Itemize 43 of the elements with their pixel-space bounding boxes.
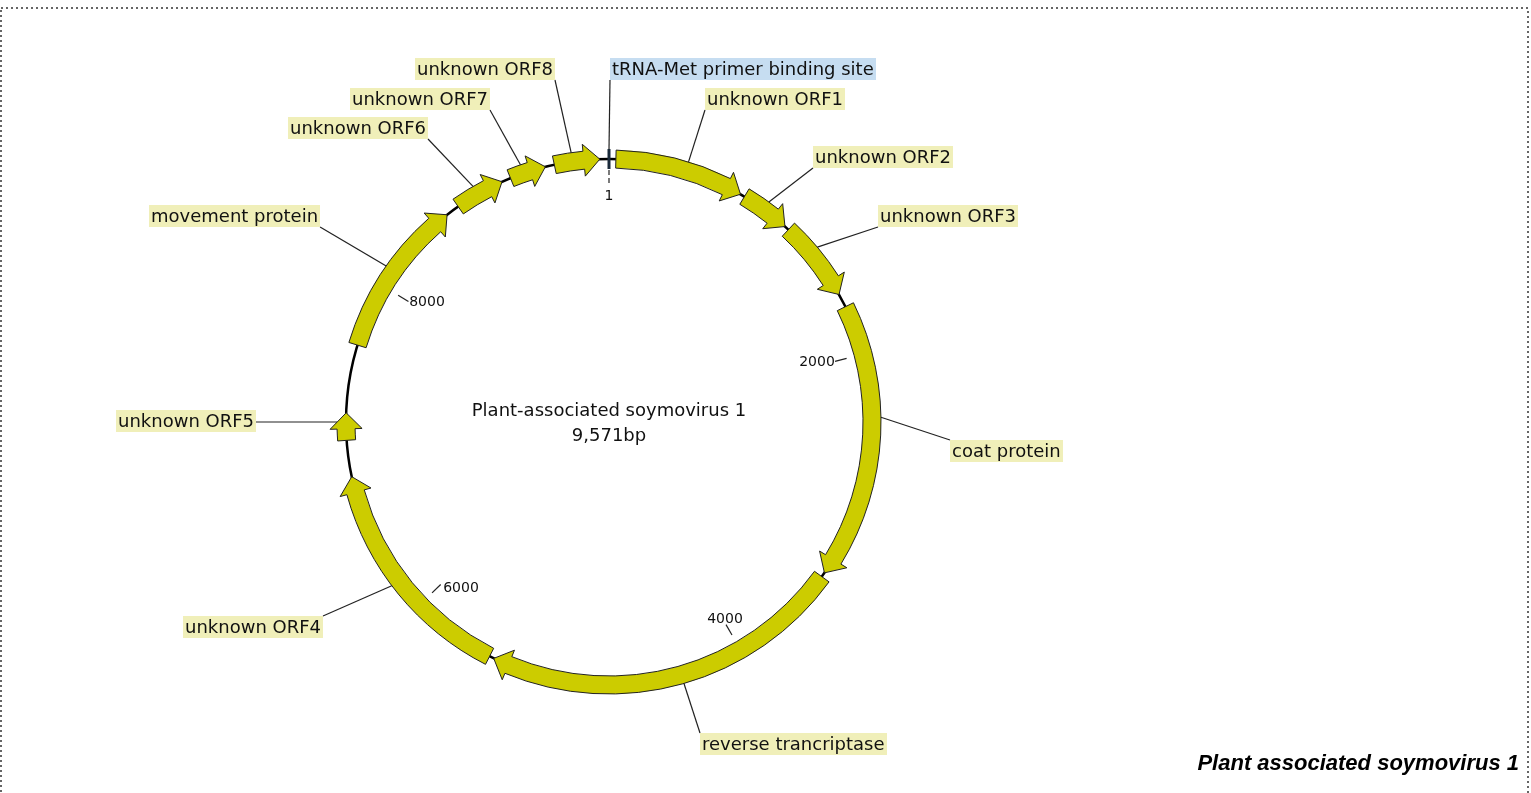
gene-feature-band [493,570,830,695]
feature-label: coat protein [950,440,1063,462]
gene-feature-band [739,188,786,230]
leader-line [683,682,701,734]
gene-feature-band [615,149,741,202]
feature-label: unknown ORF8 [415,58,555,80]
figure-caption: Plant associated soymovirus 1 [1197,750,1519,776]
gene-feature-band [329,412,363,442]
position-number: 1 [604,187,614,203]
genome-name: Plant-associated soymovirus 1 [471,399,747,421]
leader-line [489,109,522,166]
gene-feature-band [551,143,601,177]
position-number: 4000 [707,610,743,626]
feature-label: unknown ORF1 [705,88,845,110]
leader-line [319,226,387,267]
leader-line [768,167,814,203]
gene-feature-band [348,212,448,349]
leader-line [427,138,474,188]
feature-label: movement protein [149,205,321,227]
position-number: 6000 [443,579,479,595]
feature-label: tRNA-Met primer binding site [610,58,876,80]
leader-line [687,109,706,163]
feature-label: unknown ORF2 [813,146,953,168]
feature-label: unknown ORF3 [878,205,1018,227]
gene-feature-band [452,174,503,215]
feature-label: reverse trancriptase [700,733,887,755]
leader-line [608,79,611,150]
gene-feature-band [339,476,495,665]
feature-label: unknown ORF7 [350,88,490,110]
leader-line [322,585,393,617]
feature-label: unknown ORF5 [116,410,256,432]
genome-length: 9,571bp [571,424,647,446]
leader-line [880,416,951,441]
gene-feature-band [506,155,546,187]
feature-label: unknown ORF6 [288,117,428,139]
position-number: 8000 [409,293,445,309]
feature-label: unknown ORF4 [183,616,323,638]
gene-feature-band [781,222,845,295]
site-marker [607,149,611,169]
leader-line [816,226,879,248]
leader-line [255,421,338,423]
leader-line [554,79,572,154]
position-number: 2000 [799,353,835,369]
